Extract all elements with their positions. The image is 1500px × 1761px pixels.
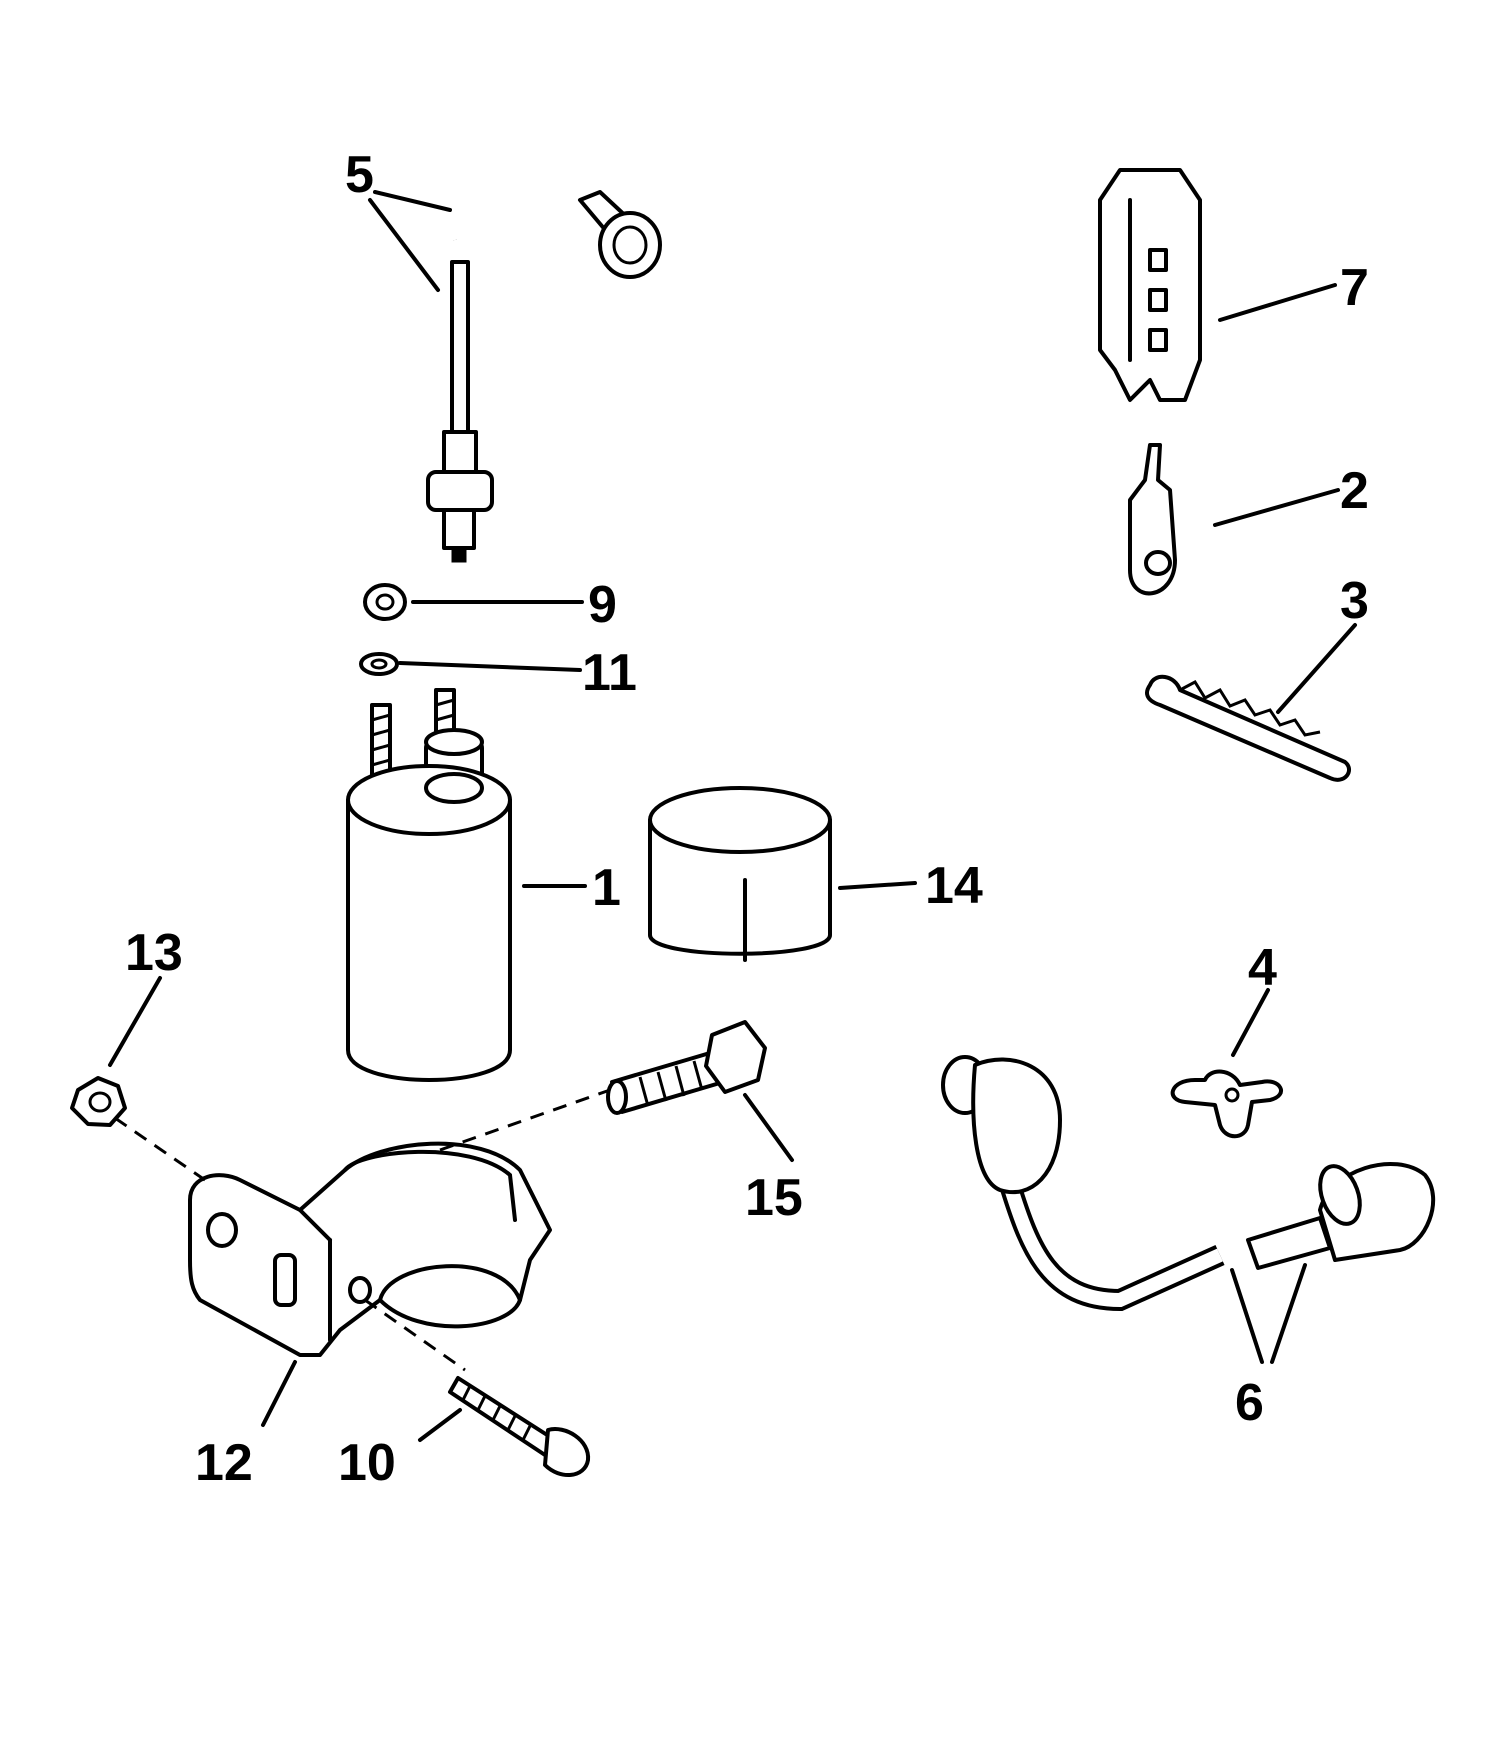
part-7-connector — [1098, 168, 1202, 402]
part-3-retainer-strip — [1145, 674, 1351, 782]
part-15-bolt — [606, 1020, 767, 1115]
callout-labels: 5 7 2 3 9 11 1 14 4 13 15 6 12 10 — [125, 146, 1369, 1492]
part-13-nut — [70, 1076, 127, 1127]
part-4-clip — [1170, 1069, 1283, 1139]
callout-2: 2 — [1340, 462, 1369, 520]
leader-lines — [108, 190, 1357, 1442]
part-9-nut — [363, 583, 407, 621]
callout-13: 13 — [125, 924, 183, 982]
part-11-lockwasher — [359, 652, 399, 676]
part-5-coil-lead — [426, 162, 662, 563]
callout-10: 10 — [338, 1434, 396, 1492]
callout-3: 3 — [1340, 572, 1369, 630]
part-12-bracket — [188, 1141, 552, 1357]
callout-7: 7 — [1340, 259, 1369, 317]
callout-9: 9 — [588, 576, 617, 634]
part-14-sleeve — [648, 786, 832, 962]
part-1-ignition-coil — [346, 688, 512, 1082]
callout-5: 5 — [345, 146, 374, 204]
callout-4: 4 — [1248, 939, 1277, 997]
callout-14: 14 — [925, 857, 983, 915]
part-6-spark-plug-lead — [941, 1055, 1436, 1312]
part-10-screw — [448, 1376, 591, 1478]
callout-1: 1 — [592, 859, 621, 917]
callout-15: 15 — [745, 1169, 803, 1227]
assembly-lines — [114, 1088, 611, 1372]
part-2-terminal — [1128, 443, 1177, 596]
callout-6: 6 — [1235, 1374, 1264, 1432]
callout-12: 12 — [195, 1434, 253, 1492]
callout-11: 11 — [582, 644, 637, 702]
